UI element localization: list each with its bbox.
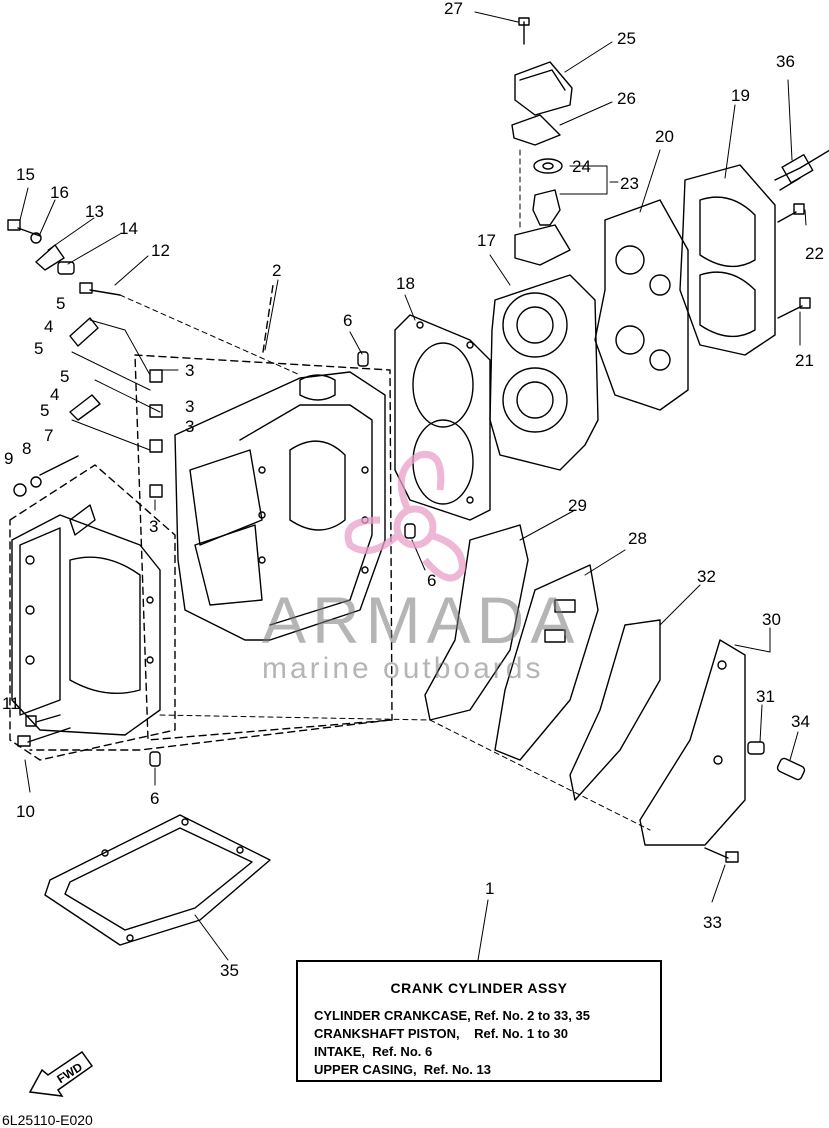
callout-18: 18 bbox=[396, 274, 415, 293]
clip-part bbox=[57, 261, 75, 275]
callout-7: 7 bbox=[44, 426, 54, 445]
info-box-line: UPPER CASING, Ref. No. 13 bbox=[314, 1062, 491, 1077]
cylinder-head-part bbox=[489, 224, 599, 471]
callout-1: 1 bbox=[485, 879, 495, 898]
callout-5d: 5 bbox=[40, 401, 50, 420]
bolt-part bbox=[79, 282, 121, 296]
document-id: 6L25110-E020 bbox=[2, 1112, 93, 1128]
thermostat-part bbox=[532, 189, 561, 226]
bracket-part bbox=[35, 244, 65, 271]
crankcase-part bbox=[11, 504, 161, 736]
alignment-lines bbox=[119, 149, 651, 831]
info-box-title: CRANK CYLINDER ASSY bbox=[390, 980, 568, 996]
callout-3d: 3 bbox=[149, 517, 159, 536]
stud-part bbox=[39, 455, 79, 476]
callout-21: 21 bbox=[795, 351, 814, 370]
callout-31: 31 bbox=[756, 687, 775, 706]
hose-part bbox=[69, 394, 101, 421]
thermostat-gasket-part bbox=[511, 114, 561, 146]
intake-gasket-part bbox=[424, 524, 529, 721]
spark-plug-part bbox=[774, 149, 829, 191]
callout-8: 8 bbox=[22, 439, 32, 458]
callout-9: 9 bbox=[4, 449, 14, 468]
watermark-logo bbox=[344, 450, 466, 582]
bolt-part bbox=[7, 219, 41, 237]
thermostat-bolt-part bbox=[518, 17, 530, 45]
plug-part bbox=[747, 741, 765, 755]
head-cover-gasket-part bbox=[594, 199, 689, 411]
callout-24: 24 bbox=[572, 157, 591, 176]
intake-plate-part bbox=[569, 619, 661, 801]
callout-14: 14 bbox=[119, 219, 138, 238]
callout-3b: 3 bbox=[185, 397, 195, 416]
callout-34: 34 bbox=[791, 712, 810, 731]
thermostat-washer-part bbox=[533, 158, 563, 174]
bolt-part bbox=[25, 714, 61, 727]
callout-19: 19 bbox=[731, 86, 750, 105]
hose-part bbox=[69, 317, 99, 347]
leader-lines bbox=[19, 11, 807, 961]
callout-4a: 4 bbox=[44, 317, 54, 336]
assembly-info-box: CRANK CYLINDER ASSY CYLINDER CRANKCASE, … bbox=[296, 960, 662, 1082]
callout-5b: 5 bbox=[34, 339, 44, 358]
callout-12: 12 bbox=[151, 241, 170, 260]
plug-part bbox=[776, 757, 806, 781]
dowel-pin-part bbox=[357, 351, 369, 367]
fitting-part bbox=[149, 369, 163, 498]
callout-6b: 6 bbox=[427, 571, 437, 590]
watermark-title: ARMADA bbox=[262, 583, 581, 657]
callout-5a: 5 bbox=[56, 294, 66, 313]
lower-gasket-part bbox=[44, 814, 271, 946]
callout-27: 27 bbox=[444, 0, 463, 18]
callout-26: 26 bbox=[617, 89, 636, 108]
washer-part bbox=[30, 232, 42, 244]
callout-16: 16 bbox=[50, 183, 69, 202]
bolt-part bbox=[704, 847, 739, 863]
dowel-pin-part bbox=[149, 751, 161, 767]
callout-11: 11 bbox=[2, 694, 20, 713]
callout-2: 2 bbox=[272, 261, 282, 280]
callout-6c: 6 bbox=[150, 789, 160, 808]
callout-25: 25 bbox=[617, 29, 636, 48]
callout-5c: 5 bbox=[60, 367, 70, 386]
callout-3c: 3 bbox=[185, 417, 195, 436]
info-box-line: INTAKE, Ref. No. 6 bbox=[314, 1044, 433, 1059]
callout-30: 30 bbox=[762, 610, 781, 629]
intake-cover-part bbox=[639, 639, 746, 846]
bolt-part bbox=[17, 727, 71, 747]
callout-28: 28 bbox=[628, 529, 647, 548]
thermostat-cover-part bbox=[514, 61, 573, 116]
head-cover-part bbox=[679, 164, 776, 356]
forward-arrow bbox=[28, 1050, 94, 1097]
callout-10: 10 bbox=[16, 802, 35, 821]
info-box-line: CRANKSHAFT PISTON, Ref. No. 1 to 30 bbox=[314, 1026, 569, 1041]
bolt-part bbox=[777, 297, 811, 319]
callout-6a: 6 bbox=[343, 311, 353, 330]
reed-valve-plate-part bbox=[494, 564, 599, 761]
callout-23: 23 bbox=[620, 174, 639, 193]
info-box-line: CYLINDER CRANKCASE, Ref. No. 2 to 33, 35 bbox=[314, 1008, 590, 1023]
washer-part bbox=[30, 476, 42, 488]
watermark-subtitle: marine outboards bbox=[262, 652, 544, 685]
callout-4b: 4 bbox=[50, 385, 60, 404]
assembly-dashed-outline bbox=[9, 284, 393, 761]
bolt-part bbox=[777, 203, 805, 223]
callout-22: 22 bbox=[805, 244, 824, 263]
callout-20: 20 bbox=[655, 127, 674, 146]
callout-29: 29 bbox=[568, 496, 587, 515]
callout-36: 36 bbox=[776, 52, 795, 71]
callout-17: 17 bbox=[477, 231, 496, 250]
callout-13: 13 bbox=[85, 202, 104, 221]
callout-35: 35 bbox=[220, 961, 239, 980]
callout-3a: 3 bbox=[185, 361, 195, 380]
nut-part bbox=[13, 483, 27, 497]
callout-15: 15 bbox=[16, 165, 35, 184]
dowel-pin-part bbox=[404, 523, 416, 539]
callout-32: 32 bbox=[697, 567, 716, 586]
callout-33: 33 bbox=[703, 913, 722, 932]
